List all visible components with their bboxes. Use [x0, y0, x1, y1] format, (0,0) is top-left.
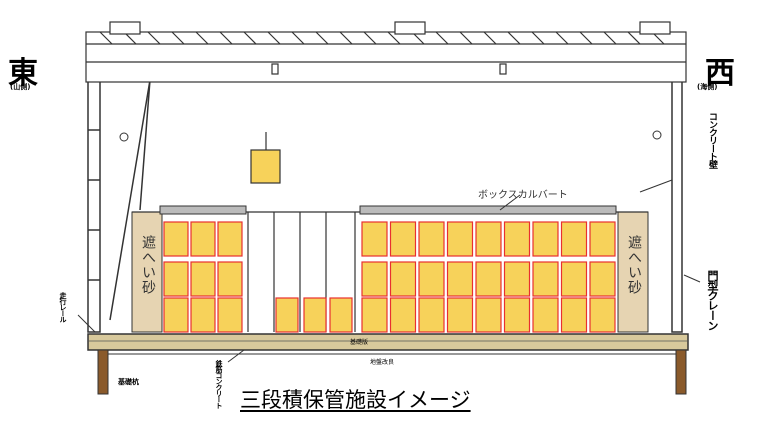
storage-box — [446, 261, 474, 297]
storage-box — [163, 261, 189, 297]
box-culvert-cap — [359, 205, 617, 215]
storage-boxes — [159, 205, 617, 333]
storage-box — [503, 297, 531, 333]
storage-box — [532, 261, 559, 297]
leader-crane — [683, 274, 701, 283]
center-note: 鉄筋コンクリート — [215, 360, 223, 408]
sand-label-right: 遮へい砂 — [626, 235, 642, 295]
east-label: 東 — [8, 56, 38, 91]
storage-box — [389, 221, 417, 257]
pile-left — [97, 349, 109, 395]
crane-leg-left — [87, 69, 151, 333]
storage-box — [163, 297, 189, 333]
storage-box — [475, 221, 502, 257]
storage-box — [589, 297, 616, 333]
storage-box — [361, 221, 388, 257]
storage-box — [589, 221, 616, 257]
storage-box — [532, 221, 559, 257]
west-label: 西 — [705, 56, 735, 91]
storage-box — [475, 297, 502, 333]
storage-box — [190, 261, 216, 297]
storage-box — [389, 297, 417, 333]
sand-label-left: 遮へい砂 — [140, 235, 156, 295]
pile-right — [675, 349, 687, 395]
storage-box — [589, 261, 616, 297]
storage-box — [190, 221, 216, 257]
storage-box — [361, 297, 388, 333]
storage-box — [560, 261, 588, 297]
sand-wall-left — [131, 211, 163, 333]
storage-box — [560, 221, 588, 257]
leader-box-culvert — [499, 194, 521, 211]
storage-box — [329, 297, 353, 333]
storage-box — [503, 261, 531, 297]
caption: 三段積保管施設イメージ — [240, 388, 471, 412]
west-sublabel: (海側) — [697, 83, 718, 91]
crane-label: 門型クレーン — [706, 270, 719, 330]
storage-box — [503, 221, 531, 257]
gantry-beam — [85, 21, 687, 83]
hanging-box — [250, 132, 281, 184]
hook-right — [652, 130, 662, 140]
crane-leg-right — [650, 69, 683, 333]
storage-box — [163, 221, 189, 257]
leader-rail — [77, 314, 96, 333]
storage-box — [532, 297, 559, 333]
storage-box — [217, 261, 243, 297]
storage-box — [418, 221, 445, 257]
storage-box — [361, 261, 388, 297]
wall-note: コンクリート壁 — [707, 112, 717, 168]
sand-wall-right — [617, 211, 649, 333]
storage-box — [303, 297, 327, 333]
box-culvert-label: ボックスカルバート — [478, 190, 568, 201]
leader-center — [227, 349, 245, 363]
storage-box — [560, 297, 588, 333]
rail-label: 走行レール — [59, 292, 67, 322]
storage-box — [190, 297, 216, 333]
pile-label: 基礎杭 — [118, 378, 139, 386]
hook-left — [119, 132, 129, 142]
storage-box — [446, 297, 474, 333]
storage-box — [475, 261, 502, 297]
leader-wall — [639, 179, 673, 193]
storage-box — [217, 221, 243, 257]
under-note: 地盤改良 — [370, 359, 395, 366]
storage-box — [418, 261, 445, 297]
storage-box — [418, 297, 445, 333]
box-culvert-cap — [159, 205, 247, 215]
slab-note: 基礎版 — [350, 339, 369, 346]
storage-box — [217, 297, 243, 333]
storage-box — [389, 261, 417, 297]
east-sublabel: (山側) — [10, 83, 31, 91]
storage-box — [275, 297, 299, 333]
foundation-slab — [87, 333, 689, 351]
storage-box — [446, 221, 474, 257]
